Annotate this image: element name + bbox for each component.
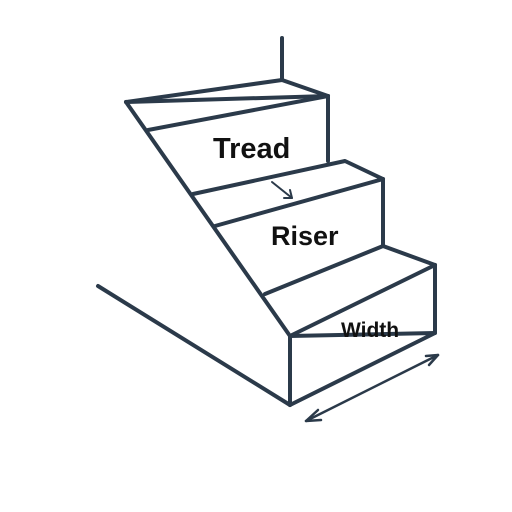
tread-arrowhead bbox=[283, 189, 293, 199]
middle-step-tread-outline bbox=[191, 159, 385, 196]
floor-line bbox=[96, 284, 292, 407]
top-step-front-edge bbox=[124, 94, 330, 104]
stringer-line bbox=[124, 100, 292, 338]
staircase-outline bbox=[96, 36, 437, 407]
riser-label: Riser bbox=[271, 221, 339, 251]
bottom-step-tread-outline bbox=[263, 244, 437, 296]
width-label: Width bbox=[341, 319, 399, 342]
top-step-back-edge bbox=[124, 78, 330, 104]
bottom-step-riser-top bbox=[288, 263, 437, 338]
width-arrowhead-right bbox=[424, 353, 440, 367]
width-arrowhead-left bbox=[304, 408, 323, 423]
width-dimension-arrow bbox=[304, 353, 440, 423]
top-step-riser-top bbox=[146, 94, 330, 132]
tread-indicator-arrow bbox=[271, 181, 293, 199]
bottom-step-front-face bbox=[288, 331, 437, 407]
tread-label: Tread bbox=[213, 133, 290, 165]
middle-step-riser-top bbox=[213, 177, 385, 228]
